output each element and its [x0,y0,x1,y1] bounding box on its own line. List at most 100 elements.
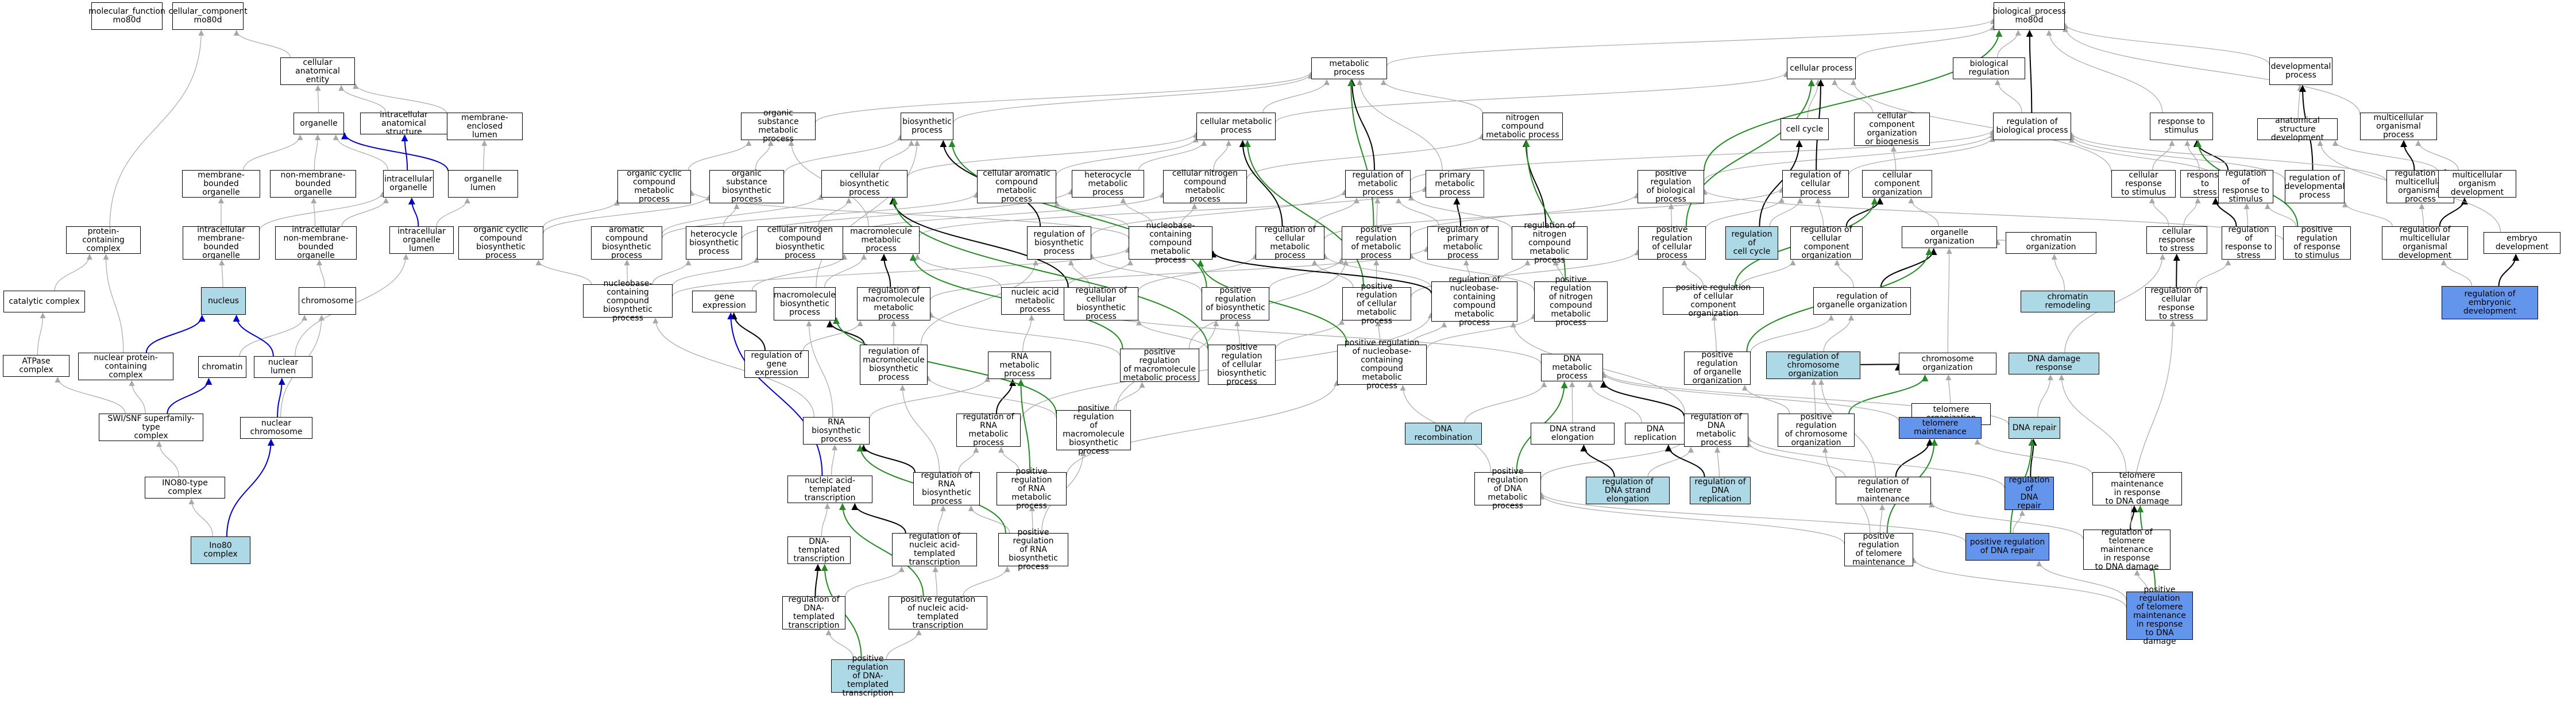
go-term-node[interactable]: chromosome organization [1899,353,1996,374]
go-term-node[interactable]: DNA-templated transcription [787,536,851,564]
go-term-node[interactable]: aromatic compound biosynthetic process [591,226,662,260]
go-term-node[interactable]: chromatin remodeling [2021,291,2115,312]
go-term-node[interactable]: cellular anatomical entity [280,57,355,85]
go-term-node[interactable]: membrane-enclosed lumen [447,113,523,140]
go-term-node[interactable]: DNA repair [2009,417,2060,439]
go-term-node[interactable]: positive regulation of cellular process [1638,226,1706,260]
go-term-node[interactable]: DNA replication [1625,423,1686,445]
go-term-node[interactable]: multicellular organismal process [2360,113,2437,140]
go-term-node[interactable]: regulation of RNA metabolic process [956,413,1021,447]
go-term-node[interactable]: RNA metabolic process [988,352,1051,379]
go-term-node[interactable]: developmental process [2269,57,2332,85]
go-term-node[interactable]: anatomical structure development [2257,116,2338,142]
go-term-node[interactable]: macromolecule biosynthetic process [774,287,836,320]
go-term-node[interactable]: regulation of cellular metabolic process [1256,226,1324,260]
go-term-node[interactable]: intracellular organelle [383,170,434,198]
go-term-node[interactable]: positive regulation of macromolecule met… [1120,348,1199,383]
go-term-node[interactable]: positive regulation of RNA metabolic pro… [997,467,1067,510]
go-term-node[interactable]: regulation of nucleobase-containing comp… [1431,276,1517,327]
go-term-node[interactable]: biosynthetic process [901,113,953,140]
go-term-node[interactable]: positive regulation of nitrogen compound… [1534,276,1608,327]
go-term-node[interactable]: intracellular organelle lumen [389,226,454,254]
go-term-node[interactable]: cell cycle [1781,118,1829,140]
go-term-node[interactable]: organic cyclic compound biosynthetic pro… [458,226,543,260]
go-term-node[interactable]: macromolecule metabolic process [843,226,920,254]
go-term-node[interactable]: nuclear lumen [254,356,312,378]
go-term-node[interactable]: regulation of macromolecule metabolic pr… [857,287,930,321]
go-term-node[interactable]: positive regulation of biosynthetic proc… [1202,287,1269,321]
go-term-node[interactable]: telomere maintenance in response to DNA … [2092,472,2182,506]
go-term-node[interactable]: cellular component organization [1862,170,1932,198]
go-term-node[interactable]: positive regulation of DNA repair [1965,533,2049,561]
go-term-node[interactable]: positive regulation of metabolic process [1342,226,1411,260]
go-term-node[interactable]: INO80-type complex [145,477,225,499]
go-term-node[interactable]: nucleic acid metabolic process [1001,287,1069,315]
go-term-node[interactable]: nucleobase-containing compound biosynthe… [583,279,673,322]
go-term-node[interactable]: cellular response to stimulus [2111,170,2176,198]
go-term-node[interactable]: nuclear chromosome [240,417,312,439]
go-term-node[interactable]: regulation of cell cycle [1725,226,1778,260]
go-term-node[interactable]: DNA damage response [2009,353,2099,374]
go-term-node[interactable]: regulation of nitrogen compound metaboli… [1512,221,1588,264]
go-term-node[interactable]: heterocycle metabolic process [1072,170,1144,198]
go-term-node[interactable]: positive regulation of RNA biosynthetic … [998,528,1068,571]
go-term-node[interactable]: positive regulation of nucleobase-contai… [1337,339,1427,391]
go-term-node[interactable]: cellular process [1787,57,1856,79]
go-term-node[interactable]: catalytic complex [3,291,85,312]
go-term-node[interactable]: response to stimulus [2150,113,2213,140]
go-term-node[interactable]: positive regulation of cellular metaboli… [1342,282,1411,325]
go-term-node[interactable]: nucleobase-containing compound metabolic… [1129,221,1212,264]
go-term-node[interactable]: chromatin [198,356,246,378]
go-term-node[interactable]: cellular metabolic process [1196,113,1276,140]
go-term-node[interactable]: regulation of telomere maintenance [1836,477,1931,504]
go-term-node[interactable]: regulation of biosynthetic process [1027,226,1091,260]
go-term-node[interactable]: ATPase complex [3,355,69,377]
go-term-node[interactable]: heterocycle biosynthetic process [686,226,742,260]
go-term-node[interactable]: organic substance biosynthetic process [709,169,784,204]
go-term-node[interactable]: positive regulation of chromosome organi… [1778,413,1855,447]
go-term-node[interactable]: intracellular non-membrane-bounded organ… [275,226,357,260]
go-term-node[interactable]: molecular_function mo80d [88,2,165,30]
go-term-node[interactable]: intracellular anatomical structure [360,110,447,136]
go-term-node[interactable]: cellular component organization or bioge… [1854,112,1930,146]
go-term-node[interactable]: regulation of cellular biosynthetic proc… [1064,287,1138,321]
go-term-node[interactable]: telomere maintenance [1899,417,1982,439]
go-term-node[interactable]: positive regulation of organelle organiz… [1684,351,1751,385]
go-term-node[interactable]: regulation of embryonic development [2442,286,2538,319]
go-term-node[interactable]: gene expression [692,291,756,312]
go-term-node[interactable]: nucleus [201,287,246,315]
go-term-node[interactable]: SWI/SNF superfamily-type complex [99,414,203,441]
go-term-node[interactable]: regulation of organelle organization [1813,287,1911,315]
go-term-node[interactable]: embryo development [2484,232,2560,254]
go-term-node[interactable]: regulation of cellular component organiz… [1790,226,1863,260]
go-term-node[interactable]: response to stress [2180,170,2230,198]
go-term-node[interactable]: cellular nitrogen compound biosynthetic … [757,226,843,260]
go-term-node[interactable]: positive regulation of cellular componen… [1663,284,1764,318]
go-term-node[interactable]: biological_process mo80d [1992,2,2066,30]
go-term-node[interactable]: nucleic acid-templated transcription [787,476,872,503]
go-term-node[interactable]: organelle lumen [448,170,518,198]
go-term-node[interactable]: nitrogen compound metabolic process [1482,113,1563,140]
go-term-node[interactable]: membrane-bounded organelle [182,170,260,198]
go-term-node[interactable]: chromosome [299,287,356,315]
go-term-node[interactable]: multicellular organism development [2438,170,2516,198]
go-term-node[interactable]: positive regulation of nucleic acid-temp… [889,596,987,630]
go-term-node[interactable]: biological regulation [1953,57,2025,79]
go-term-node[interactable]: cellular response to stress [2146,226,2207,254]
go-term-node[interactable]: positive regulation of cellular biosynth… [1208,343,1276,386]
go-term-node[interactable]: positive regulation of telomere maintena… [1844,532,1913,567]
go-term-node[interactable]: protein-containing complex [66,226,141,254]
go-term-node[interactable]: metabolic process [1311,57,1387,79]
go-term-node[interactable]: regulation of response to stimulus [2218,169,2273,204]
go-term-node[interactable]: regulation of DNA strand elongation [1586,477,1670,504]
go-term-node[interactable]: regulation of response to stress [2222,226,2276,260]
go-term-node[interactable]: regulation of multicellular organismal d… [2382,226,2468,260]
go-term-node[interactable]: organelle [293,113,344,134]
go-term-node[interactable]: regulation of cellular process [1782,170,1849,198]
go-term-node[interactable]: positive regulation of biological proces… [1637,169,1704,204]
go-term-node[interactable]: regulation of biological process [1993,113,2071,140]
go-term-node[interactable]: regulation of macromolecule biosynthetic… [860,345,928,385]
go-term-node[interactable]: DNA strand elongation [1531,423,1615,445]
go-term-node[interactable]: chromatin organization [2006,232,2096,254]
go-term-node[interactable]: regulation of cellular response to stres… [2145,287,2207,321]
